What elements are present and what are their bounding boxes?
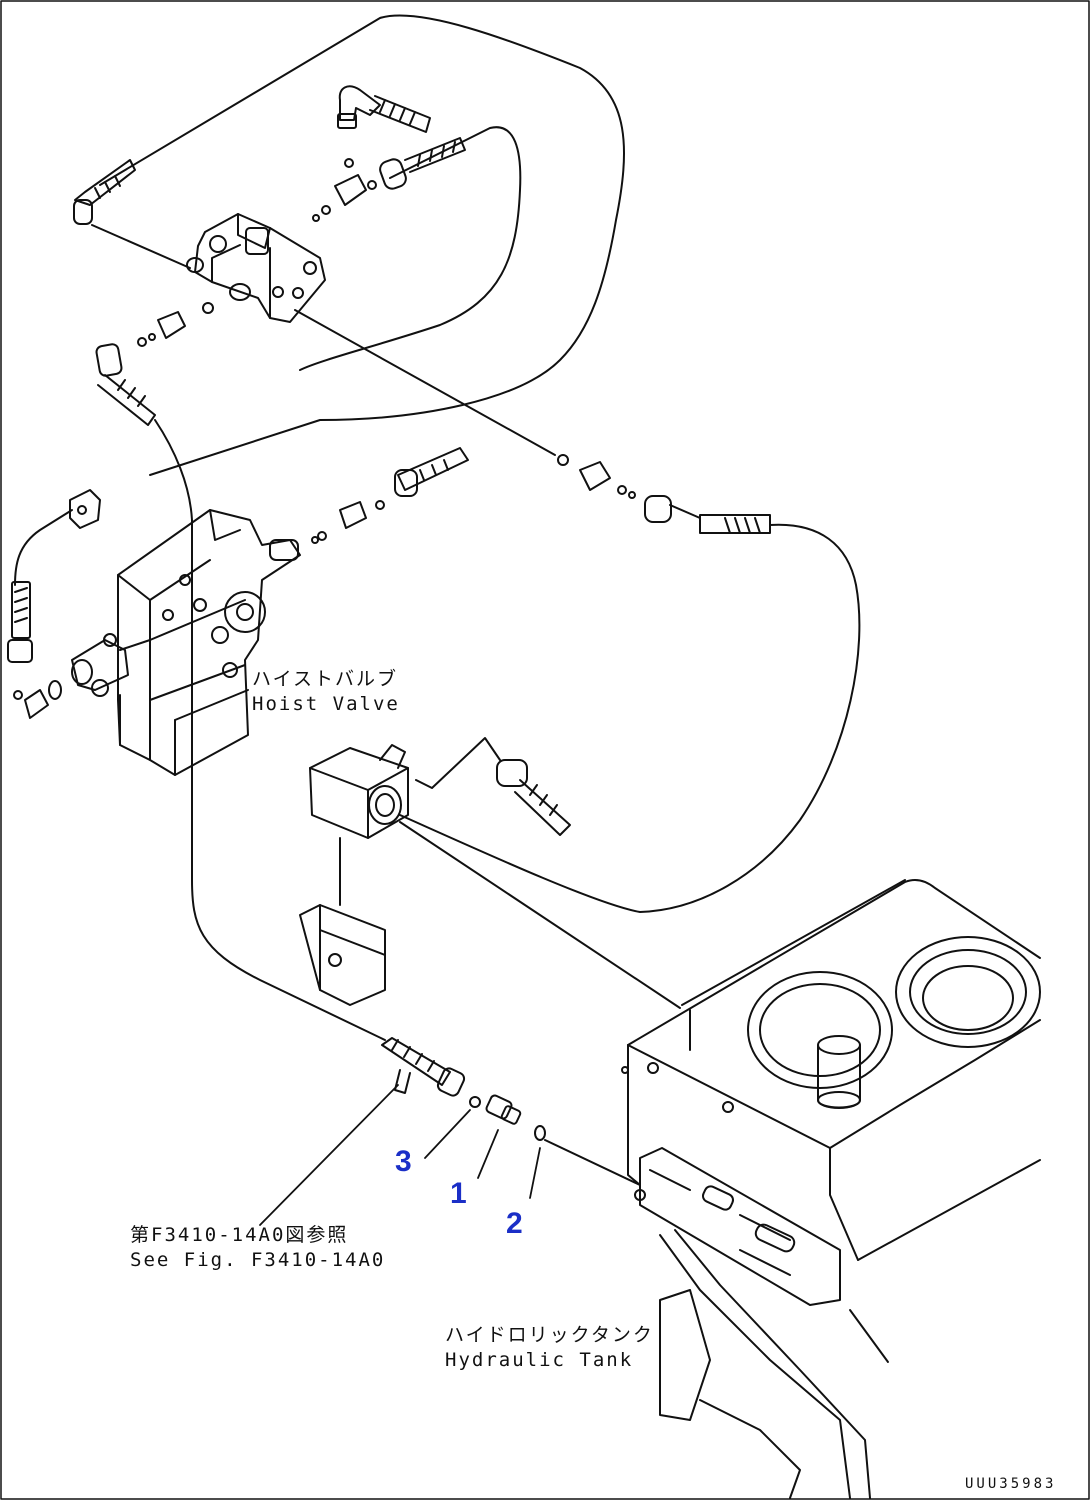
left-clamp-and-bolt (7, 489, 101, 719)
hydraulic-tank-label-jp: ハイドロリックタンク (445, 1324, 654, 1346)
callout-1: 1 (450, 1177, 467, 1210)
upper-fittings (73, 85, 466, 426)
leader-lines (259, 1084, 541, 1226)
hose-lines (14, 14, 861, 1186)
see-fig-label-jp: 第F3410-14A0図参照 (130, 1224, 349, 1246)
drawing-number: UUU35983 (965, 1476, 1057, 1492)
hoist-valve-body (71, 509, 301, 776)
hoist-valve-label-jp: ハイストバルブ (252, 668, 399, 690)
callout-3: 3 (395, 1145, 412, 1178)
block-fittings (299, 744, 571, 1006)
hydraulic-tank (621, 879, 1041, 1499)
pilot-manifold (186, 213, 326, 323)
see-fig-label-en: See Fig. F3410-14A0 (130, 1249, 386, 1271)
lower-fittings (381, 1037, 546, 1141)
callout-2: 2 (506, 1207, 523, 1240)
hydraulic-tank-label-en: Hydraulic Tank (445, 1349, 634, 1371)
middle-fittings (311, 447, 771, 544)
hoist-valve-label-en: Hoist Valve (252, 693, 400, 715)
